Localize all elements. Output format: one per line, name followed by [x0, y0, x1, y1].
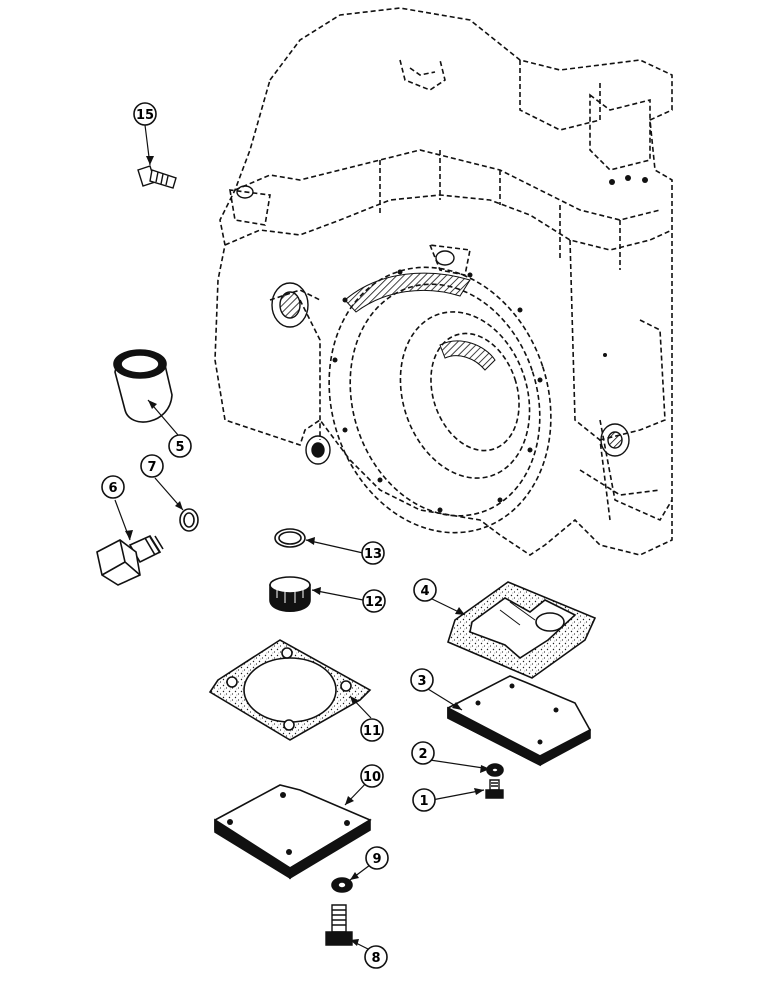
svg-text:15: 15 [136, 108, 154, 123]
flange-bolt-holes [332, 175, 648, 513]
seal-part-5 [113, 349, 173, 423]
housing-bosses [236, 185, 630, 465]
gasket-part-4 [447, 581, 597, 679]
bolt-part-15 [137, 165, 177, 189]
housing-outline [214, 7, 673, 556]
cover-plate-part-3 [447, 675, 592, 767]
svg-text:8: 8 [371, 951, 380, 966]
callout-10: 10 [360, 764, 384, 788]
svg-text:7: 7 [147, 460, 156, 475]
washer-part-9 [331, 877, 353, 893]
callout-8: 8 [364, 945, 388, 969]
plug-part-12 [269, 576, 311, 612]
svg-text:2: 2 [418, 747, 427, 762]
gasket-part-11 [208, 639, 372, 741]
svg-text:11: 11 [363, 724, 381, 739]
bell-inner-hatching [439, 340, 496, 371]
callout-6: 6 [101, 475, 125, 499]
callout-2: 2 [411, 741, 435, 765]
callout-11: 11 [360, 718, 384, 742]
svg-text:5: 5 [175, 440, 184, 455]
callout-9: 9 [365, 846, 389, 870]
bolt-part-8 [325, 904, 353, 946]
callout-4: 4 [413, 578, 437, 602]
bolt-part-1 [485, 779, 504, 799]
svg-text:1: 1 [419, 794, 428, 809]
washer-part-2 [486, 763, 504, 777]
svg-text:3: 3 [417, 674, 426, 689]
washer-part-7 [179, 508, 199, 532]
callout-15: 15 [133, 102, 157, 126]
plate-part-10 [214, 784, 372, 880]
svg-text:12: 12 [365, 595, 383, 610]
hex-bolt-part-6 [96, 534, 164, 586]
callout-1: 1 [412, 788, 436, 812]
leader-arrowheads [125, 156, 490, 946]
svg-text:13: 13 [364, 547, 382, 562]
callout-13: 13 [361, 541, 385, 565]
svg-text:6: 6 [108, 481, 117, 496]
bell-hatching [344, 272, 471, 313]
svg-text:9: 9 [372, 852, 381, 867]
callout-5: 5 [168, 434, 192, 458]
callout-3: 3 [410, 668, 434, 692]
callout-7: 7 [140, 454, 164, 478]
callout-12: 12 [362, 589, 386, 613]
svg-text:10: 10 [363, 770, 381, 785]
transmission-housing [214, 7, 673, 556]
svg-text:4: 4 [420, 584, 429, 599]
o-ring-part-13 [274, 528, 306, 548]
